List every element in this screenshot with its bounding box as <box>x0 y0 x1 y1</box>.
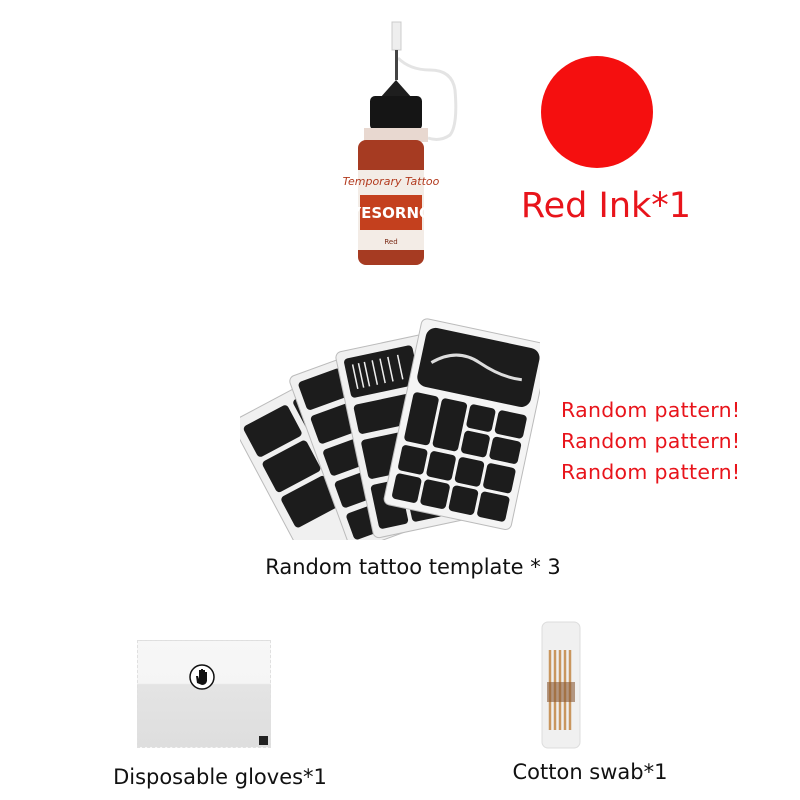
swab-caption: Cotton swab*1 <box>512 760 668 784</box>
gloves-packet <box>137 640 271 748</box>
packet-corner-mark <box>259 736 268 745</box>
template-caption: Random tattoo template * 3 <box>265 555 561 579</box>
ink-bottle: Temporary Tattoo YESORNO Red <box>343 21 458 265</box>
bottle-label-top: Temporary Tattoo <box>343 175 440 188</box>
random-pattern-note: Random pattern! <box>561 429 741 453</box>
random-pattern-note: Random pattern! <box>561 398 741 422</box>
hand-icon <box>189 664 215 690</box>
random-pattern-note: Random pattern! <box>561 460 741 484</box>
tattoo-stencil-sheets <box>240 318 540 540</box>
bottle-label-color: Red <box>384 238 397 246</box>
gloves-caption: Disposable gloves*1 <box>113 765 327 789</box>
stencil-sheet-front <box>383 318 540 531</box>
red-ink-swatch <box>541 56 653 168</box>
bottle-label-brand: YESORNO <box>349 204 432 222</box>
cotton-swab-pack <box>541 621 581 749</box>
red-ink-label: Red Ink*1 <box>520 186 692 226</box>
